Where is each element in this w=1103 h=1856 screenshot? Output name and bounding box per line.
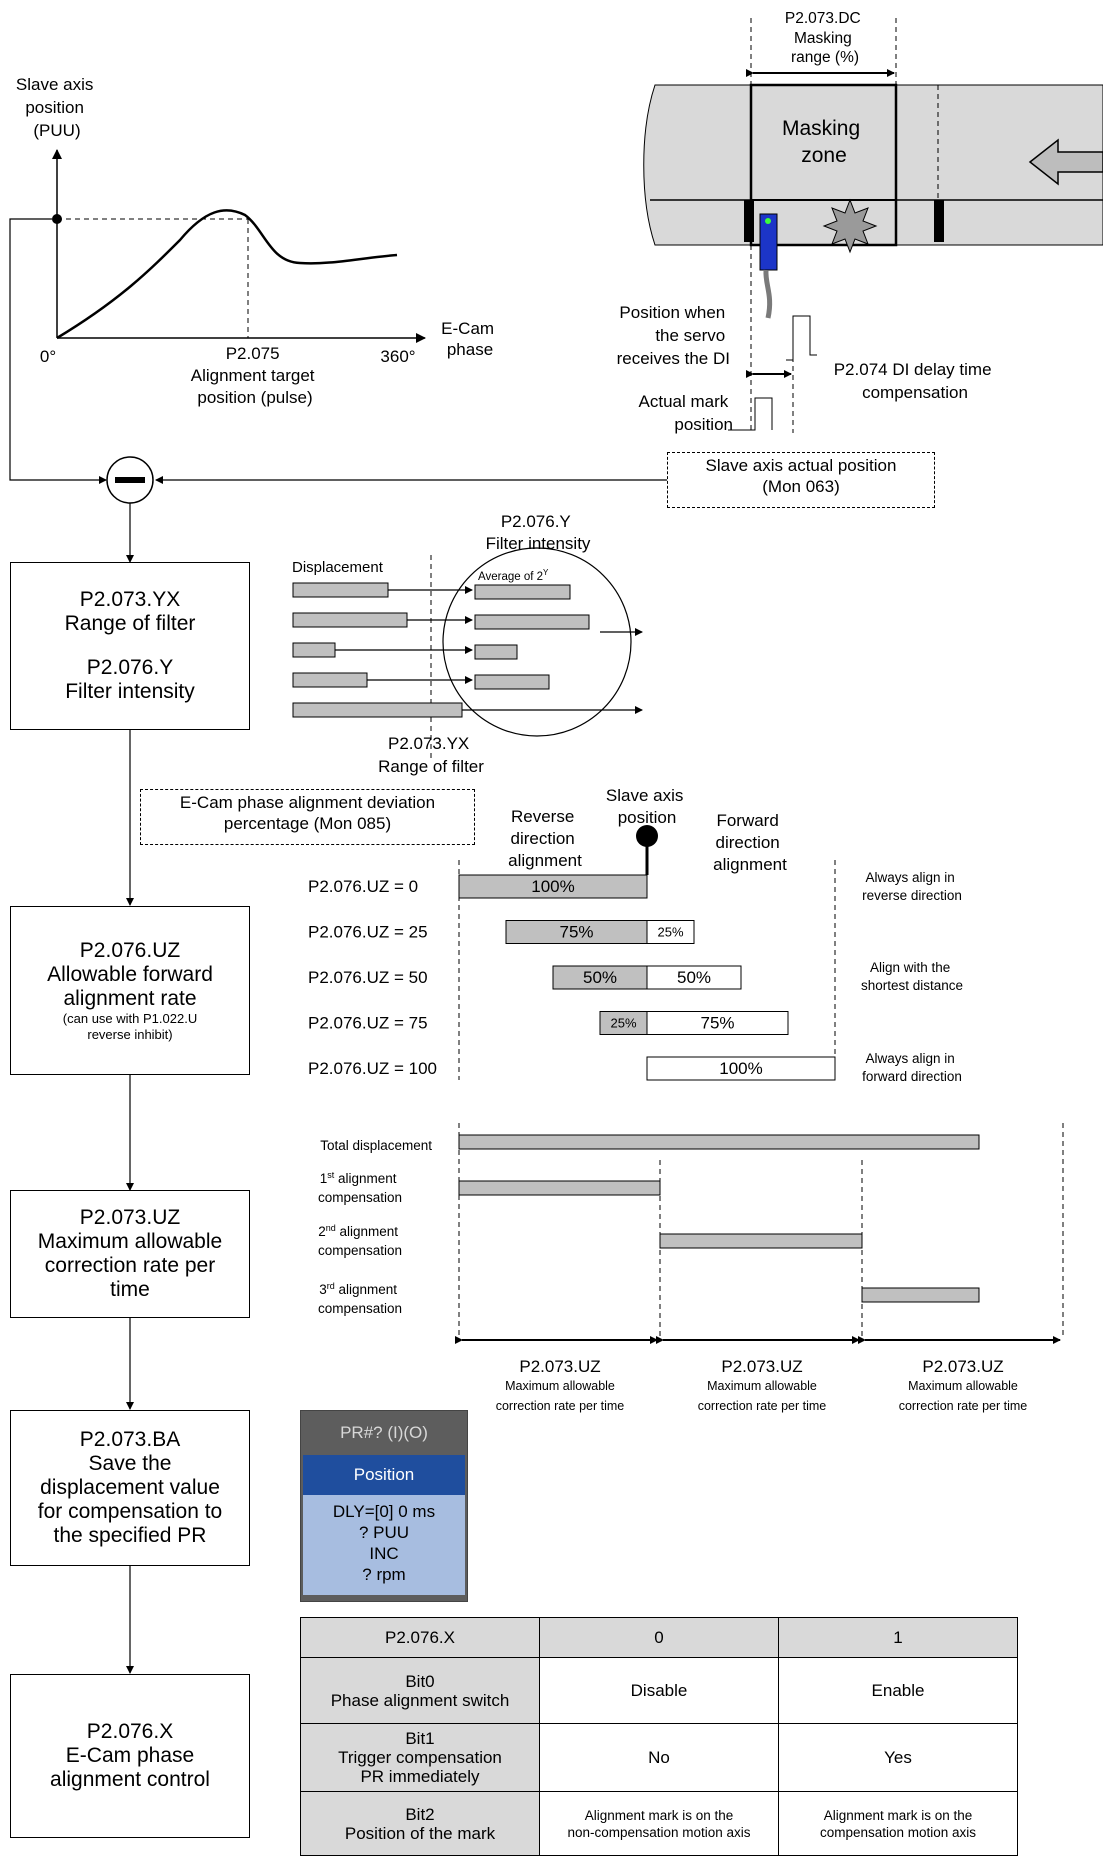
save-displacement-box: P2.073.BA Save the displacement value fo… [10, 1410, 250, 1566]
masking-range-label: P2.073.DC Masking range (%) [785, 10, 865, 66]
delay-label: P2.074 DI delay time compensation [834, 360, 997, 402]
subtractor [106, 456, 154, 563]
sensor-icon [759, 213, 778, 271]
step1-bar [458, 1180, 661, 1196]
x-end-label: 360° [380, 347, 415, 366]
rate-row-label: P2.076.UZ = 25 [308, 923, 428, 942]
masking-zone-label: Masking zone [782, 117, 866, 167]
step1-label: 1st alignment compensation [318, 1170, 402, 1205]
rate-row-label: P2.076.UZ = 50 [308, 968, 428, 987]
pr-mode: Position [303, 1455, 465, 1495]
svg-text:P2.073.UZ: P2.073.UZ [721, 1357, 802, 1376]
svg-text:Maximum allowable: Maximum allowable [707, 1379, 817, 1393]
step2-bar [659, 1233, 863, 1249]
forward-rate-box: P2.076.UZ Allowable forward alignment ra… [10, 906, 250, 1075]
mark-left [744, 200, 754, 242]
actual-position-box: Slave axis actual position (Mon 063) [667, 452, 935, 508]
deviation-box: E-Cam phase alignment deviation percenta… [140, 789, 475, 845]
average-circle [442, 547, 632, 737]
masking-illustration: P2.073.DC Masking range (%) Masking zone… [155, 10, 1103, 484]
intensity-label: P2.076.Y Filter intensity [486, 512, 591, 553]
rate-notes: Always align in reverse direction Align … [861, 870, 963, 1084]
total-displacement-label: Total displacement [320, 1138, 432, 1153]
cam-curve [56, 209, 398, 340]
compensation-steps: Total displacement 1st alignment compens… [318, 1123, 1064, 1413]
rate-row-label: P2.076.UZ = 100 [308, 1059, 437, 1078]
forward-bar-label: 25% [657, 925, 683, 940]
table-header-row: P2.076.X 0 1 [300, 1617, 1018, 1658]
phase-control-box: P2.076.X E-Cam phase alignment control [10, 1674, 250, 1838]
servo-position-label: Position when the servo receives the DI [617, 303, 730, 368]
pr-card: PR#? (I)(O) Position DLY=[0] 0 ms ? PUU … [300, 1410, 468, 1602]
svg-text:Maximum allowable: Maximum allowable [505, 1379, 615, 1393]
reverse-label: Reverse direction alignment [508, 807, 582, 870]
x-axis-label: E-Cam phase [441, 319, 499, 359]
forward-bar [646, 1056, 836, 1081]
reverse-bar-label: 100% [531, 877, 574, 896]
forward-bar-label: 75% [700, 1014, 734, 1033]
filter-range-label: P2.073.YX Range of filter [378, 734, 484, 776]
reverse-bar-label: 25% [610, 1016, 636, 1031]
svg-text:correction rate per time: correction rate per time [698, 1399, 827, 1413]
top-plot: Slave axis position (PUU) E-Cam phase 0°… [9, 75, 499, 484]
alignment-rate: Slave axis position Reverse direction al… [308, 786, 963, 1084]
pr-header: PR#? (I)(O) [340, 1423, 428, 1442]
star-icon [822, 198, 878, 254]
sensor-cable [763, 269, 773, 319]
step2-label: 2nd alignment compensation [318, 1223, 402, 1258]
correction-rate-box: P2.073.UZ Maximum allowable correction r… [10, 1190, 250, 1318]
svg-text:P2.073.UZ: P2.073.UZ [519, 1357, 600, 1376]
forward-label: Forward direction alignment [713, 811, 787, 874]
svg-text:P2.073.UZ: P2.073.UZ [922, 1357, 1003, 1376]
svg-text:Always align in forwar: Always align in forward direction [862, 1051, 962, 1084]
mark-right [934, 200, 944, 242]
total-bar [458, 1134, 980, 1150]
minus-sign [115, 477, 145, 483]
reverse-bar [458, 874, 648, 899]
pr-body: DLY=[0] 0 ms ? PUU INC ? rpm [303, 1495, 465, 1595]
rate-row-label: P2.076.UZ = 0 [308, 877, 418, 896]
forward-bar-label: 100% [719, 1059, 762, 1078]
forward-bar [646, 1011, 789, 1035]
displacement-label: Displacement [292, 559, 384, 576]
target-label: P2.075 Alignment target position (pulse) [191, 344, 320, 407]
average-label: Average of 2Y [478, 568, 549, 583]
svg-text:correction rate per time: correction rate per time [496, 1399, 625, 1413]
step3-bar [861, 1287, 980, 1303]
y-axis-label: Slave axis position (PUU) [16, 75, 98, 140]
forward-bar-label: 50% [677, 968, 711, 987]
slave-pin-icon [636, 825, 658, 847]
filter-box: P2.073.YX Range of filter P2.076.Y Filte… [10, 562, 250, 730]
target-point [52, 214, 62, 224]
svg-text:Always align in revers: Always align in reverse direction [862, 870, 962, 903]
step3-label: 3rd alignment compensation [318, 1281, 402, 1316]
rate-row-label: P2.076.UZ = 75 [308, 1014, 428, 1033]
svg-text:Maximum allowable: Maximum allowable [908, 1379, 1018, 1393]
filter-illustration: Displacement P2.076.Y Filter intensity A… [292, 512, 643, 776]
mark-position-label: Actual mark position [639, 392, 733, 434]
svg-text:correction rate per time: correction rate per time [899, 1399, 1028, 1413]
reverse-bar-label: 50% [583, 968, 617, 987]
forward-bar [646, 965, 742, 990]
direction-arrow-icon [1028, 138, 1103, 186]
forward-bar [646, 920, 695, 944]
reverse-bar-label: 75% [559, 923, 593, 942]
slave-position-label: Slave axis position [606, 786, 688, 827]
x-start-label: 0° [40, 347, 56, 366]
svg-text:Align with the shortes: Align with the shortest distance [861, 960, 963, 993]
